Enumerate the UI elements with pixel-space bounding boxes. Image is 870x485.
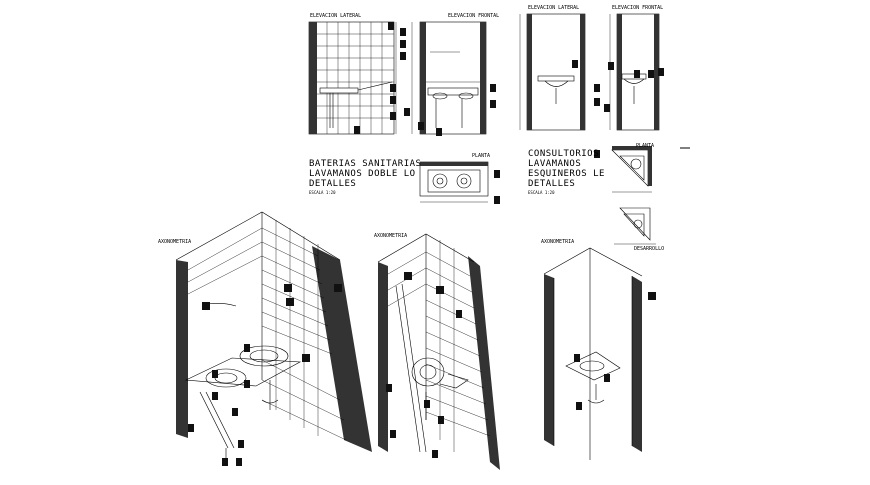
title-double-line1: BATERIAS SANITARIAS — [309, 159, 422, 169]
label-double-lateral: ELEVACION LATERAL — [310, 13, 362, 19]
label-tags — [188, 22, 664, 466]
label-axonometry-3: AXONOMETRIA — [541, 239, 575, 245]
axonometry-corner — [543, 247, 643, 460]
label-corner-lateral: ELEVACION LATERAL — [528, 5, 580, 11]
corner-lateral-elevation — [519, 13, 586, 131]
title-corner-line3: ESQUINEROS LE — [528, 169, 605, 179]
label-double-plan: PLANTA — [472, 153, 491, 159]
title-double-scale: ESCALA 1:20 — [309, 190, 336, 195]
label-corner-frontal: ELEVACION FRONTAL — [612, 5, 664, 11]
label-corner-plan: PLANTA — [636, 143, 655, 149]
label-axonometry-1: AXONOMETRIA — [158, 239, 192, 245]
corner-plan — [611, 146, 652, 193]
title-corner-line4: DETALLES — [528, 179, 576, 189]
label-double-frontal: ELEVACION FRONTAL — [448, 13, 500, 19]
double-plan — [419, 161, 489, 203]
title-corner-scale: ESCALA 1:20 — [528, 190, 555, 195]
title-corner-line2: LAVAMANOS — [528, 159, 582, 169]
title-corner-line1: CONSULTORIOS — [528, 149, 600, 159]
corner-desarrollo — [614, 207, 656, 245]
title-double-line2: LAVAMANOS DOBLE LO — [309, 169, 416, 179]
title-block-corner: CONSULTORIOS LAVAMANOS ESQUINEROS LE DET… — [528, 150, 605, 195]
title-double-line3: DETALLES — [309, 179, 357, 189]
double-lateral-elevation — [308, 21, 397, 135]
double-frontal-elevation — [411, 21, 487, 135]
label-axonometry-2: AXONOMETRIA — [374, 233, 408, 239]
axonometry-corner-lateral — [377, 233, 500, 470]
label-corner-desarrollo: DESARROLLO — [634, 246, 665, 252]
axonometry-double — [175, 211, 372, 466]
title-block-double: BATERIAS SANITARIAS LAVAMANOS DOBLE LO D… — [309, 160, 421, 195]
